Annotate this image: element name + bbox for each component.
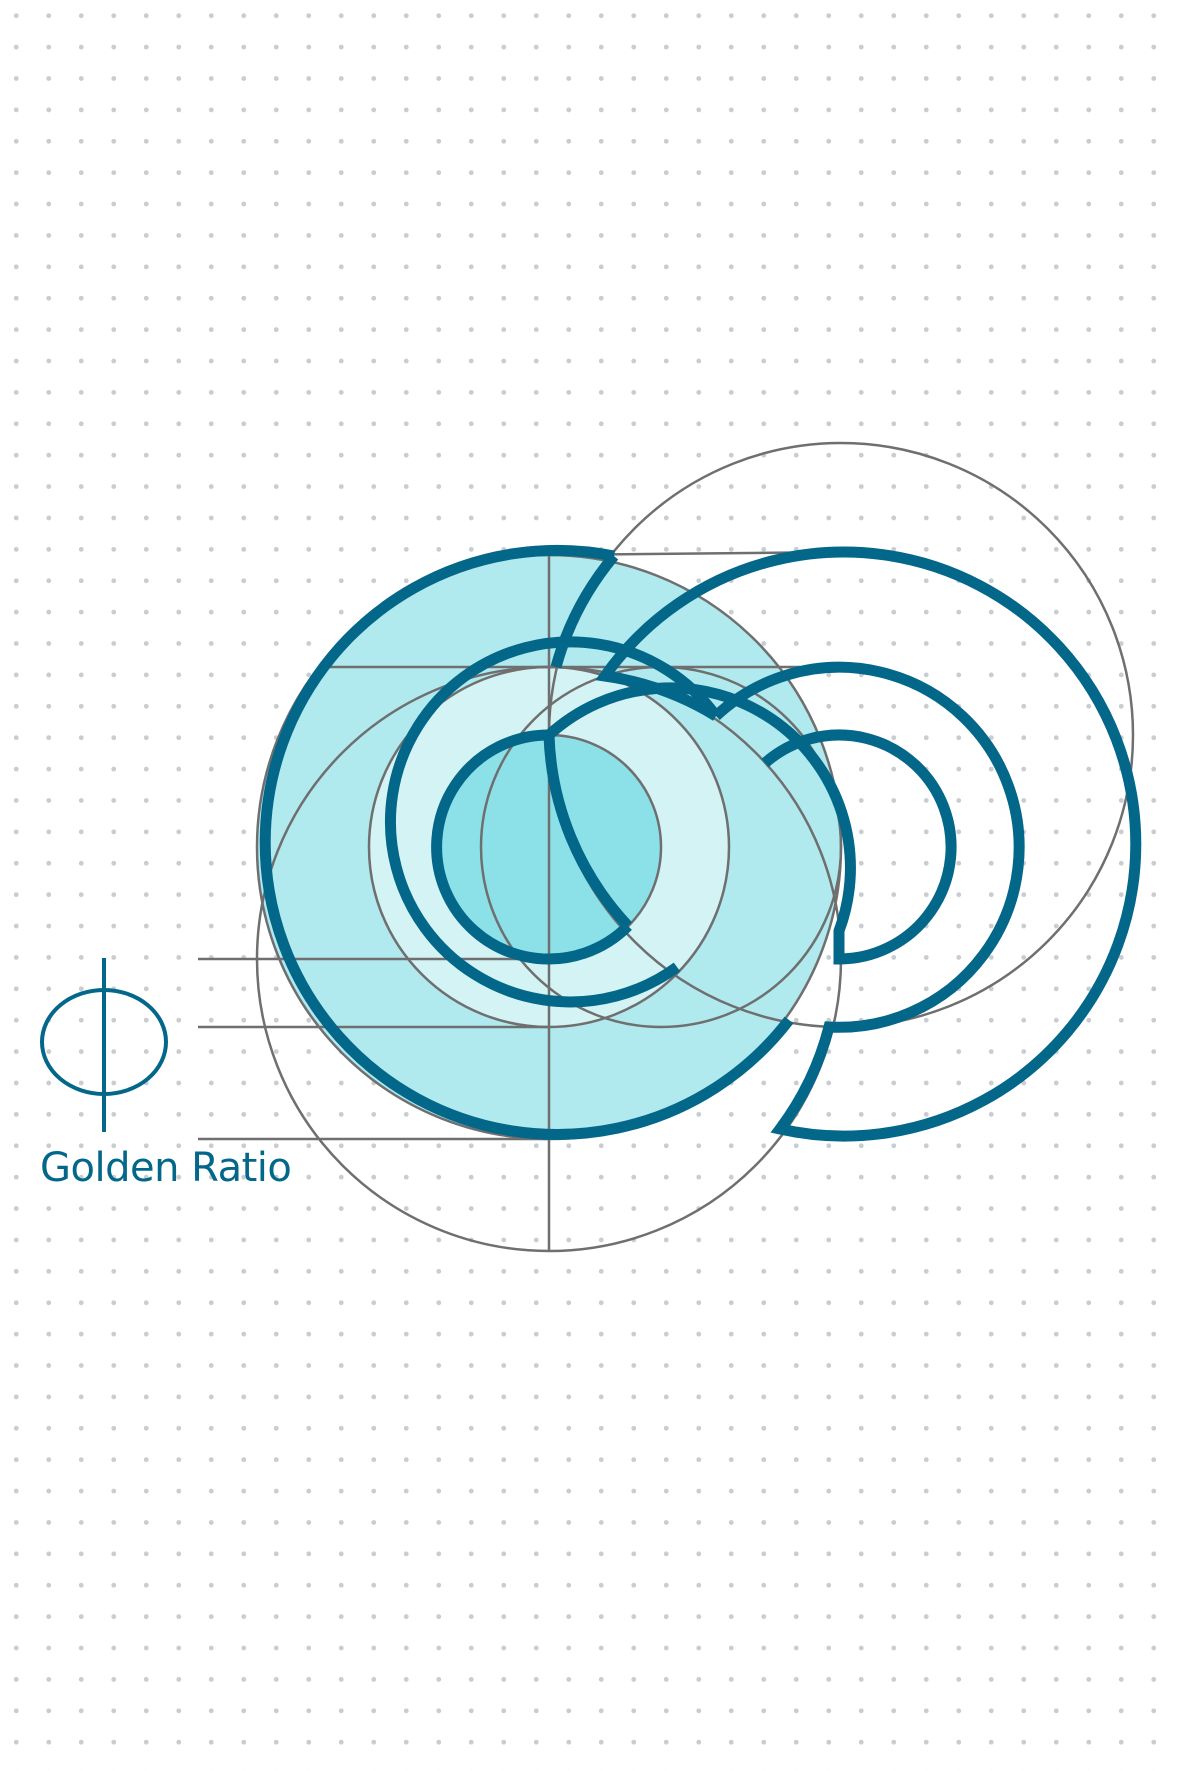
spiral-outer-arc xyxy=(259,544,794,1140)
spiral-inner-lobe xyxy=(543,682,957,965)
spiral-core-arc xyxy=(431,729,632,965)
golden-spiral xyxy=(259,544,1142,1142)
spiral-middle-lobe xyxy=(595,546,1142,1142)
phi-icon xyxy=(40,958,168,1132)
spiral-outer-lobe xyxy=(550,552,619,669)
caption-golden-ratio: Golden Ratio xyxy=(40,1145,292,1191)
spiral-ring-arc xyxy=(385,636,721,1008)
